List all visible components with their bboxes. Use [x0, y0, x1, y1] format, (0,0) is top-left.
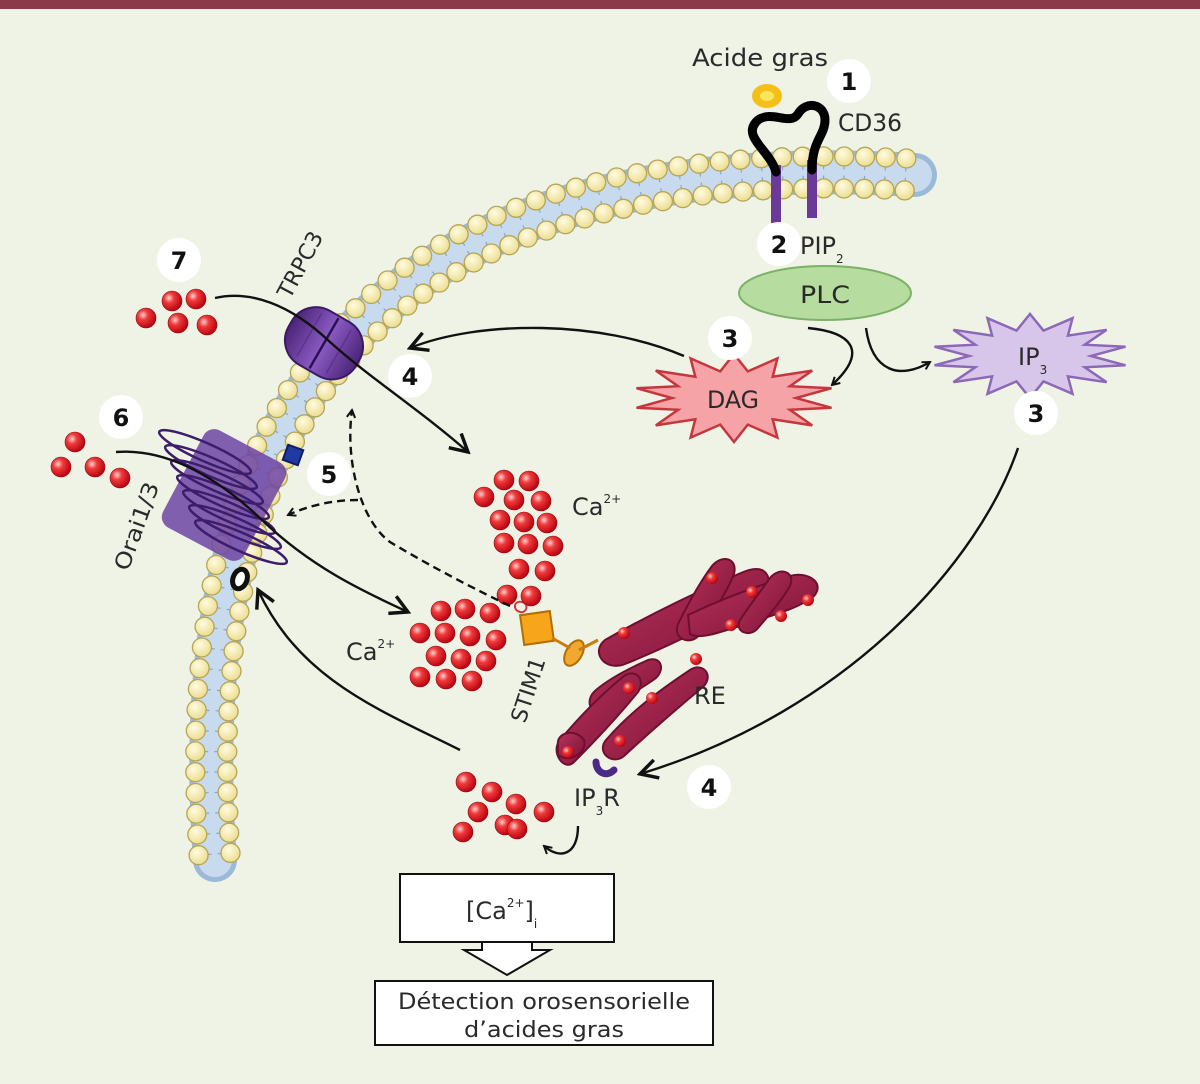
svg-text:4: 4 — [402, 363, 419, 391]
step-5-badge: 5 — [307, 452, 351, 496]
arrow-plc-to-dag — [807, 326, 854, 385]
dag-molecule — [636, 351, 832, 445]
stim1-protein — [514, 600, 599, 667]
trpc3-channel — [283, 306, 365, 381]
stim1-label: STIM1 — [507, 655, 551, 726]
svg-text:1: 1 — [841, 68, 858, 96]
arrow-dag-to-trpc3 — [410, 326, 685, 358]
pip2-label: PIP2 — [800, 232, 844, 266]
svg-text:6: 6 — [113, 404, 130, 432]
arrow-ip3-to-ip3r — [640, 447, 1020, 774]
plc-label: PLC — [800, 281, 850, 309]
orai-blue-marker — [281, 443, 305, 467]
trpc3-label: TRPC3 — [273, 228, 329, 304]
ip3r-receptor — [592, 758, 618, 778]
intracellular-ca-box — [399, 873, 615, 943]
fatty-acid-label: Acide gras — [692, 44, 828, 72]
plc-enzyme — [738, 265, 912, 321]
er-label: RE — [694, 682, 726, 710]
arrow-orai-ca-entry — [115, 450, 408, 612]
svg-text:5: 5 — [321, 461, 338, 489]
arrow-plc-to-ip3 — [864, 327, 930, 373]
arrows — [115, 294, 1020, 855]
step-6-badge: 6 — [99, 395, 143, 439]
arrow-ca-to-box — [544, 825, 580, 855]
arrow-store-to-orai — [258, 590, 461, 752]
step-1-badge: 1 — [827, 59, 871, 103]
ip3-label: IP3 — [1018, 343, 1047, 377]
svg-text:3: 3 — [722, 325, 739, 353]
intracellular-ca-label: [Ca2+]i — [466, 896, 537, 931]
step-3-ip3-badge: 3 — [1014, 391, 1058, 435]
orai-ring-marker — [230, 566, 250, 592]
detection-box — [374, 980, 714, 1046]
step-3-dag-badge: 3 — [708, 316, 752, 360]
step-4-ip3r-badge: 4 — [687, 765, 731, 809]
svg-text:2: 2 — [771, 231, 788, 259]
arrow-trpc3-ca-entry — [214, 294, 468, 452]
fatty-acid-icon — [760, 91, 774, 101]
cd36-receptor — [747, 84, 830, 223]
cd36-label: CD36 — [838, 109, 902, 137]
dag-label: DAG — [707, 386, 759, 414]
detection-line-2: d’acides gras — [464, 1018, 624, 1043]
ca-top-label: Ca2+ — [572, 492, 621, 521]
down-arrow-icon — [460, 941, 554, 977]
endoplasmic-reticulum — [555, 558, 819, 766]
arrow-stim1-to-orai — [288, 498, 359, 515]
ca-left-label: Ca2+ — [346, 637, 395, 666]
svg-text:4: 4 — [701, 774, 718, 802]
step-4-trpc3-badge: 4 — [388, 354, 432, 398]
svg-text:7: 7 — [171, 247, 188, 275]
calcium-ions — [50, 288, 564, 843]
header-bar — [0, 0, 1200, 9]
arrow-stim1-to-orai-trpc3 — [350, 410, 511, 608]
svg-text:3: 3 — [1028, 400, 1045, 428]
orai-channel — [157, 428, 305, 592]
ip3r-label: IP3R — [574, 784, 620, 818]
detection-line-1: Détection orosensorielle — [398, 990, 690, 1015]
step-2-badge: 2 — [757, 222, 801, 266]
step-7-badge: 7 — [157, 238, 201, 282]
orai-label: Orai1/3 — [110, 479, 165, 574]
